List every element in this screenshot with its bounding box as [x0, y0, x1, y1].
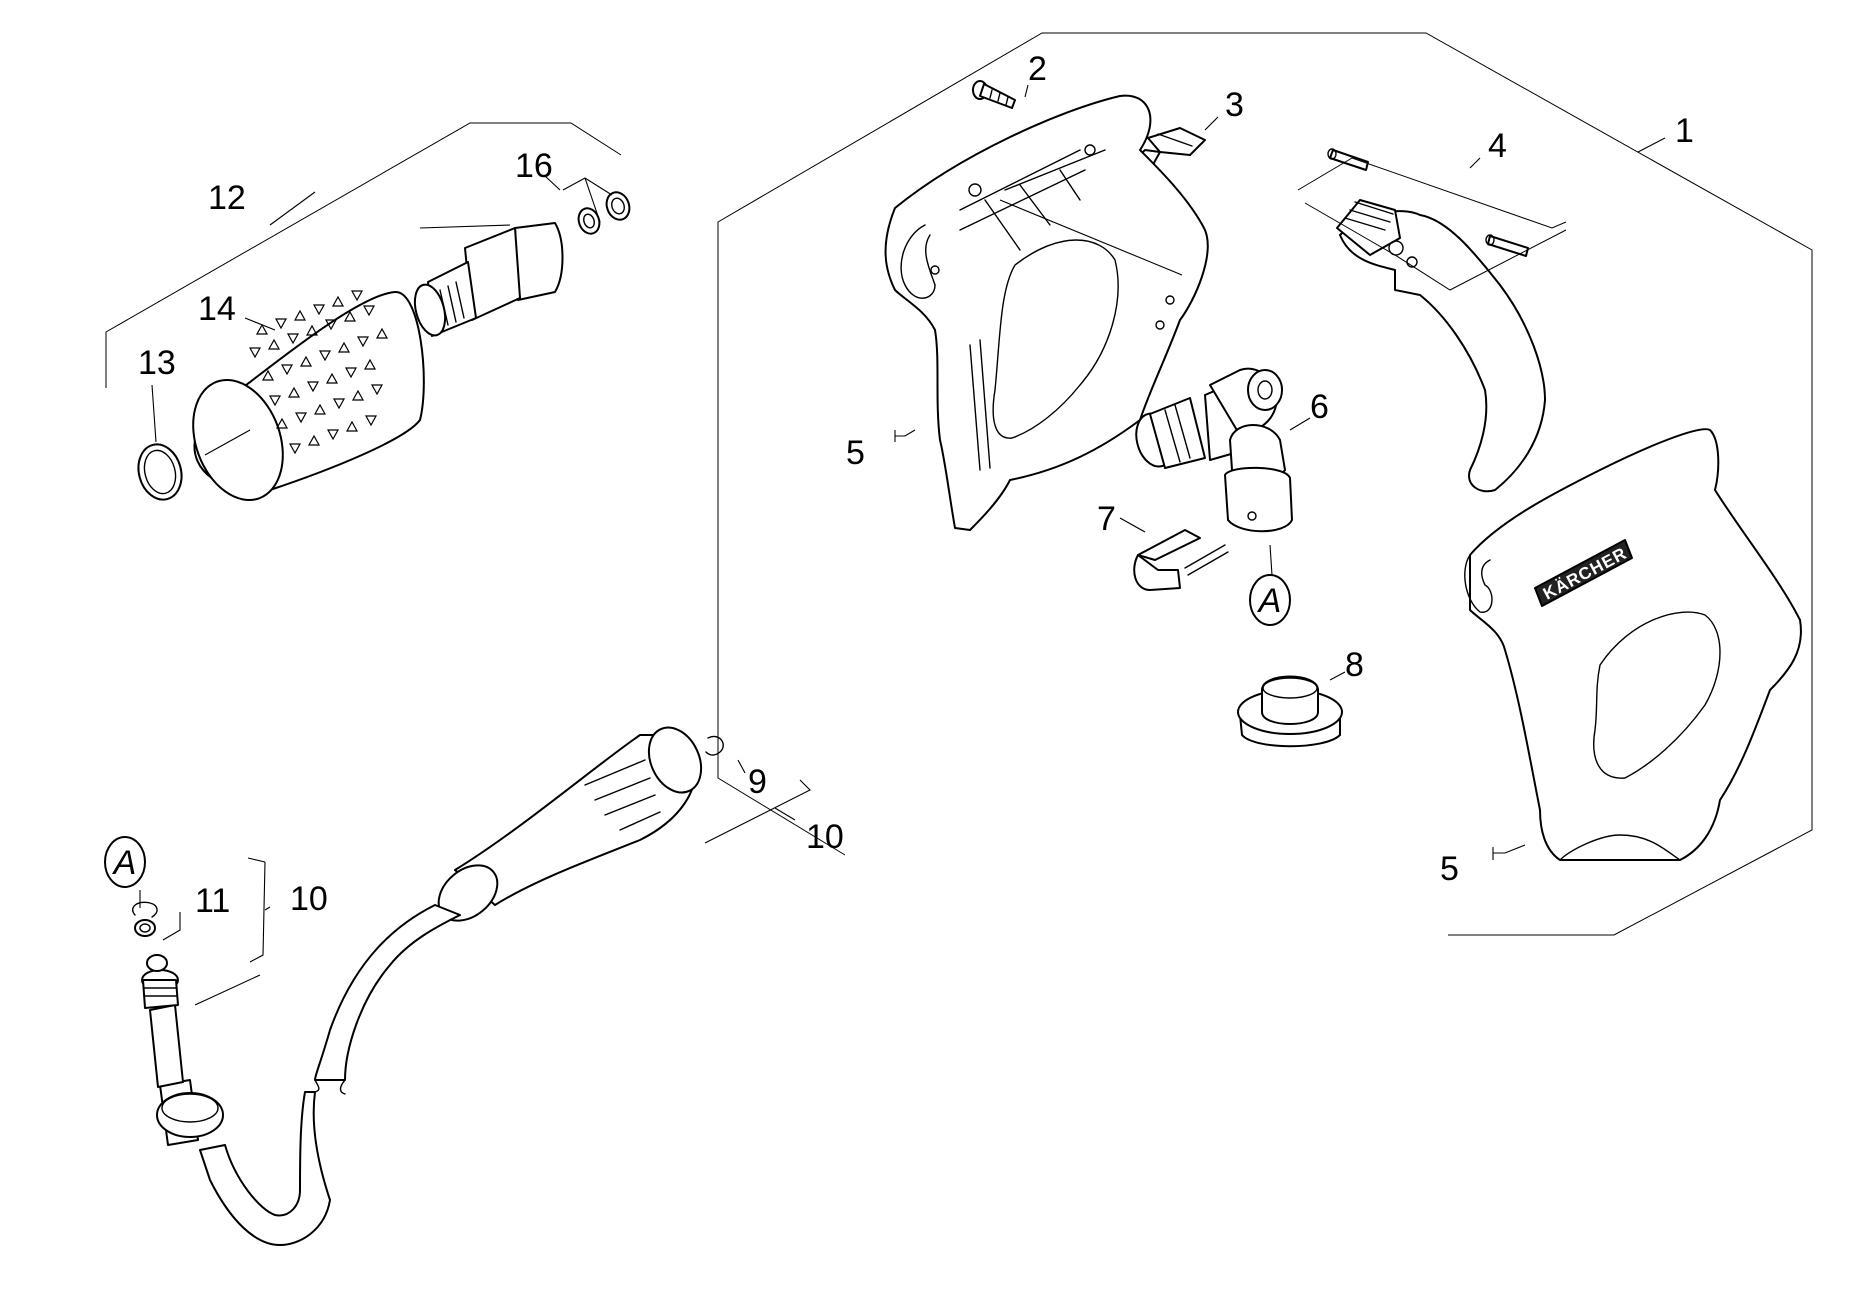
- elbow-fitting-part-6: [1135, 367, 1293, 533]
- callout-1: 1: [1675, 112, 1694, 150]
- callout-12: 12: [208, 179, 246, 217]
- perforation-hole: [255, 323, 269, 335]
- perforation-hole: [261, 369, 275, 381]
- perforation-hole: [325, 372, 339, 384]
- o-rings-part-16: [577, 191, 631, 235]
- hose-part-10: [132, 726, 724, 1246]
- perforation-hole: [268, 395, 282, 407]
- perforation-hole: [318, 350, 332, 362]
- handle-shell-left-part-5: [884, 94, 1209, 531]
- perforation-hole: [305, 324, 319, 336]
- perforation-hole: [362, 305, 376, 317]
- nozzle-adapter-part-12: [413, 222, 564, 337]
- perforation-hole: [364, 415, 378, 427]
- perforation-hole: [267, 338, 281, 350]
- perforation-hole: [274, 318, 288, 330]
- assembly-outline-12: [105, 122, 622, 388]
- perforation-hole: [337, 341, 351, 353]
- assembly-outline-1: [717, 32, 1813, 936]
- perforation-hole: [287, 386, 301, 398]
- callout-8: 8: [1345, 646, 1364, 684]
- perforation-hole: [280, 364, 294, 376]
- retaining-ring-part-13: [137, 443, 183, 501]
- clip-part-7: [1133, 529, 1229, 591]
- callout-10-right: 10: [806, 818, 844, 856]
- callout-labels: 1 2 3 4 5 5 6 7 8 9 10 10 11 12 13 14 16: [138, 50, 1694, 920]
- reference-label-a-left: A: [112, 844, 137, 882]
- perforation-hole: [350, 290, 364, 302]
- callout-14: 14: [198, 290, 236, 328]
- callout-13: 13: [138, 344, 176, 382]
- perforation-hole: [343, 310, 357, 322]
- callout-6: 6: [1310, 388, 1329, 426]
- perforation-hole: [331, 295, 345, 307]
- trigger-part-4: [1297, 148, 1567, 493]
- perforated-sleeve-part-14: [192, 290, 425, 502]
- callout-5-left: 5: [846, 434, 865, 472]
- reference-marker-a-left: A: [104, 836, 146, 888]
- callout-4: 4: [1488, 127, 1507, 165]
- perforation-hole: [312, 304, 326, 316]
- screw-part-2: [972, 80, 1016, 109]
- perforation-hole: [351, 389, 365, 401]
- handle-shell-right-part-5: KÄRCHER: [1464, 428, 1802, 861]
- callout-3: 3: [1225, 86, 1244, 124]
- perforation-hole: [375, 327, 389, 339]
- perforation-hole: [356, 336, 370, 348]
- sleeve-perforations: [248, 290, 389, 455]
- reference-label-a-top: A: [1257, 582, 1282, 620]
- perforation-hole: [324, 319, 338, 331]
- perforation-hole: [288, 443, 302, 455]
- perforation-hole: [294, 412, 308, 424]
- perforation-hole: [332, 398, 346, 410]
- perforation-hole: [248, 347, 262, 359]
- perforation-hole: [363, 358, 377, 370]
- reference-marker-a-top: A: [1249, 574, 1291, 626]
- perforation-hole: [299, 355, 313, 367]
- callout-10-left: 10: [290, 880, 328, 918]
- perforation-hole: [306, 381, 320, 393]
- callout-5-right: 5: [1440, 850, 1459, 888]
- bushing-part-8: [1237, 675, 1343, 748]
- callout-11: 11: [195, 882, 230, 920]
- leader-lines: [139, 84, 1666, 1006]
- perforation-hole: [370, 384, 384, 396]
- perforation-hole: [326, 429, 340, 441]
- perforation-hole: [307, 434, 321, 446]
- callout-7: 7: [1097, 500, 1116, 538]
- perforation-hole: [344, 367, 358, 379]
- perforation-hole: [313, 403, 327, 415]
- perforation-hole: [275, 417, 289, 429]
- perforation-hole: [345, 420, 359, 432]
- perforation-hole: [293, 309, 307, 321]
- perforation-hole: [286, 333, 300, 345]
- callout-2: 2: [1028, 50, 1047, 88]
- callout-16: 16: [515, 147, 553, 185]
- callout-9: 9: [748, 763, 767, 801]
